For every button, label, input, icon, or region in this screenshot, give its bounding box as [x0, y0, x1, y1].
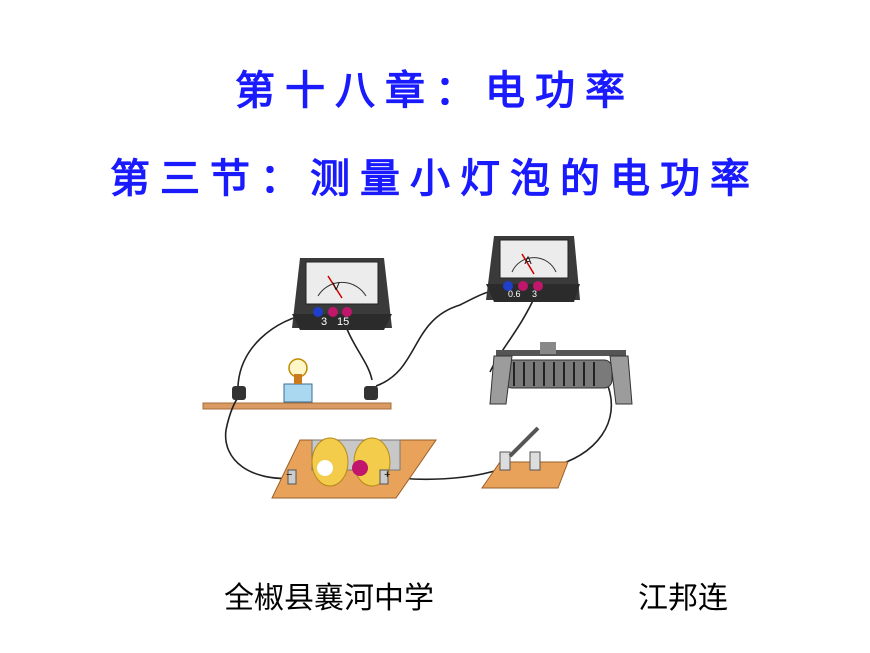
switch	[481, 426, 569, 489]
voltmeter-terminal-3: 3	[321, 316, 327, 328]
voltmeter: V 3 15	[292, 258, 392, 330]
section-title: 第三节：测量小灯泡的电功率	[110, 155, 760, 202]
rheostat	[489, 342, 633, 405]
ammeter-terminal-06: 0.6	[508, 289, 521, 299]
voltmeter-symbol: V	[332, 281, 340, 293]
ammeter: A 0.6 3	[486, 236, 580, 302]
school-name: 全椒县襄河中学	[224, 581, 434, 616]
chapter-title: 第十八章：电功率	[235, 67, 635, 114]
wire-battery-to-lamp	[224, 397, 297, 480]
wire-rheostat-to-switch	[547, 385, 613, 469]
voltmeter-terminal-15: 15	[337, 316, 349, 328]
shelf-terminals	[232, 386, 378, 400]
author-name: 江邦连	[638, 581, 728, 616]
battery: − +	[271, 437, 437, 499]
ammeter-terminal-3: 3	[532, 289, 537, 299]
ammeter-symbol: A	[524, 255, 532, 267]
shelf	[202, 402, 392, 410]
lamp	[283, 358, 313, 403]
battery-plus: +	[384, 469, 390, 481]
battery-minus: −	[286, 469, 292, 481]
wire-to-ammeter	[375, 290, 507, 387]
